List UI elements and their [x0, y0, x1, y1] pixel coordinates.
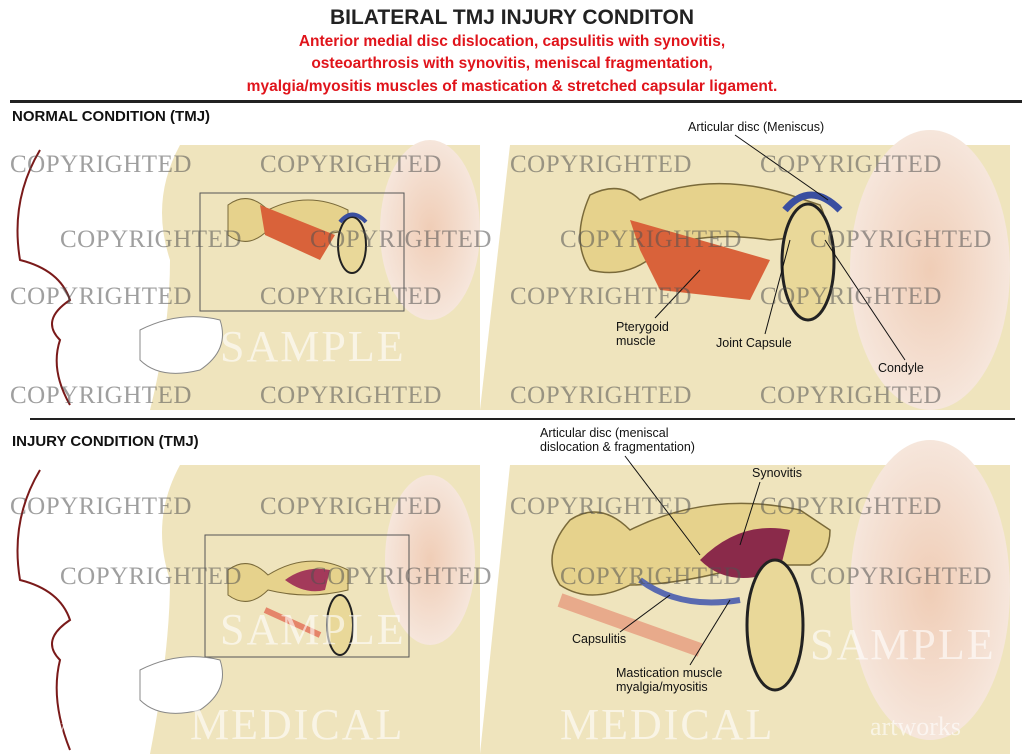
watermark-copyright: COPYRIGHTED	[10, 151, 192, 178]
watermark-copyright: COPYRIGHTED	[260, 151, 442, 178]
watermark-copyright: COPYRIGHTED	[60, 563, 242, 590]
face-profile	[16, 149, 72, 406]
normal-heading: NORMAL CONDITION (TMJ)	[12, 108, 211, 125]
label-line: myalgia/myositis	[616, 680, 708, 694]
watermark-copyright: COPYRIGHTED	[60, 226, 242, 253]
watermark-copyright: COPYRIGHTED	[10, 283, 192, 310]
watermark-copyright: COPYRIGHTED	[310, 563, 492, 590]
watermark-sample: SAMPLE	[220, 322, 406, 371]
pterygoid-muscle-closeup	[630, 220, 770, 300]
watermark-copyright: COPYRIGHTED	[260, 283, 442, 310]
label-articular-disc-injury: Articular disc (meniscal dislocation & f…	[540, 426, 695, 454]
label-pterygoid-muscle: Pterygoid muscle	[616, 320, 669, 348]
watermark-sample: SAMPLE	[250, 424, 436, 473]
watermark-copyright: COPYRIGHTED	[510, 493, 692, 520]
watermark-copyright: COPYRIGHTED	[510, 151, 692, 178]
watermark-copyright: COPYRIGHTED	[760, 151, 942, 178]
watermark-copyright: COPYRIGHTED	[810, 563, 992, 590]
watermark-sample: SAMPLE	[220, 605, 406, 654]
label-synovitis: Synovitis	[752, 466, 803, 480]
watermark-brand-sub: artworks	[870, 712, 961, 741]
watermark-copyright: COPYRIGHTED	[260, 382, 442, 409]
normal-closeup	[480, 130, 1010, 410]
divider	[10, 100, 1022, 103]
watermark-copyright: COPYRIGHTED	[510, 283, 692, 310]
subtitle-line: Anterior medial disc dislocation, capsul…	[298, 33, 726, 50]
label-line: Articular disc (meniscal	[540, 426, 669, 440]
subtitle-line: osteoarthrosis with synovitis, meniscal …	[311, 55, 713, 72]
watermark-copyright: COPYRIGHTED	[510, 382, 692, 409]
injury-side-view	[16, 465, 480, 754]
label-articular-disc: Articular disc (Meniscus)	[688, 120, 825, 134]
watermark-brand: MEDICAL	[190, 700, 405, 749]
subtitle-line: myalgia/myositis muscles of mastication …	[246, 78, 778, 95]
watermark-copyright: COPYRIGHTED	[760, 493, 942, 520]
watermark-copyright: COPYRIGHTED	[760, 283, 942, 310]
watermark-brand-sub: artworks	[20, 712, 111, 741]
injury-closeup	[480, 440, 1010, 754]
page-title: BILATERAL TMJ INJURY CONDITON	[329, 6, 695, 29]
watermark-copyright: COPYRIGHTED	[260, 493, 442, 520]
divider	[30, 418, 1015, 420]
watermark-copyright: COPYRIGHTED	[10, 493, 192, 520]
label-mastication-muscle: Mastication muscle myalgia/myositis	[616, 666, 722, 694]
pterygoid-muscle	[260, 205, 335, 260]
watermark-brand: MEDICAL	[560, 700, 775, 749]
injury-heading: INJURY CONDITION (TMJ)	[12, 433, 199, 450]
label-capsulitis: Capsulitis	[572, 632, 627, 646]
watermark-copyright: COPYRIGHTED	[760, 382, 942, 409]
label-joint-capsule: Joint Capsule	[716, 336, 792, 350]
watermark-copyright: COPYRIGHTED	[560, 563, 742, 590]
watermark-sample: SAMPLE	[810, 620, 996, 669]
watermark-copyright: COPYRIGHTED	[310, 226, 492, 253]
label-line: dislocation & fragmentation)	[540, 440, 695, 454]
label-line: Mastication muscle	[616, 666, 723, 680]
watermark-copyright: COPYRIGHTED	[810, 226, 992, 253]
normal-side-view	[16, 140, 480, 410]
label-condyle: Condyle	[878, 361, 924, 375]
watermark-copyright: COPYRIGHTED	[560, 226, 742, 253]
watermark-copyright: COPYRIGHTED	[10, 382, 192, 409]
